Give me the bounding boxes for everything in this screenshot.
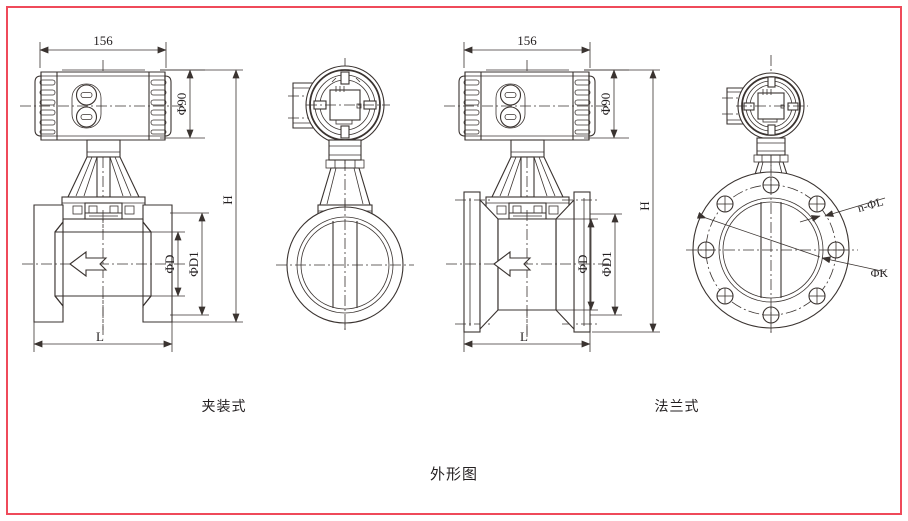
dim-label-156: 156 xyxy=(93,33,113,48)
dim-label-K: ΦK xyxy=(871,266,889,280)
cooling-fins-left-flange xyxy=(463,79,480,135)
transmitter-housing-flange xyxy=(444,69,610,141)
sensor-saddle-flange xyxy=(485,196,570,220)
bolt-hole xyxy=(762,306,780,324)
meter-body-wafer xyxy=(22,204,186,330)
cooling-fins-left xyxy=(39,79,56,135)
transmitter-head-round-flange xyxy=(722,72,808,140)
figure-wafer-front: 156 Φ90 H ΦD ΦD1 L xyxy=(20,33,243,352)
dim-label-L-flange: L xyxy=(520,329,528,344)
dim-label-D: ΦD xyxy=(162,255,177,274)
transmitter-neck-flange xyxy=(491,139,564,200)
dim-D1 xyxy=(170,212,209,316)
dim-label-D1: ΦD1 xyxy=(186,251,201,276)
bolt-hole xyxy=(808,195,826,213)
dim-label-H-flange: H xyxy=(637,201,652,210)
conduit-ports xyxy=(71,83,102,129)
dim-label-156-flange: 156 xyxy=(517,33,537,48)
dim-label-H: H xyxy=(220,195,235,204)
dim-156 xyxy=(39,42,167,68)
caption-flange-type: 法兰式 xyxy=(654,399,700,415)
cooling-fins-right-flange xyxy=(574,79,591,135)
dim-label-dia90-flange: Φ90 xyxy=(598,93,613,116)
transmitter-housing xyxy=(20,69,186,141)
flow-direction-arrow-flange xyxy=(493,250,532,278)
dim-label-D-flange: ΦD xyxy=(575,255,590,274)
bolt-holes xyxy=(697,176,845,324)
transmitter-neck xyxy=(67,139,140,200)
sensor-saddle xyxy=(61,196,146,220)
dim-label-L: L xyxy=(96,329,104,344)
dim-H-flange xyxy=(584,69,660,333)
dim-H xyxy=(160,69,243,323)
dim-D xyxy=(148,231,185,297)
figure-title: 外形图 xyxy=(429,465,479,483)
flow-direction-arrow xyxy=(69,250,108,278)
cooling-fins-right xyxy=(150,79,167,135)
conduit-ports-flange xyxy=(495,83,526,129)
figure-flange-front: 156 Φ90 H ΦD ΦD1 L xyxy=(444,33,660,352)
leader-bolt-circle-dia xyxy=(696,211,887,273)
dim-D-flange xyxy=(556,218,598,311)
leader-bolt-hole-size xyxy=(799,197,886,223)
bolt-hole xyxy=(716,287,734,305)
figure-wafer-side xyxy=(276,58,414,332)
dim-label-D1-flange: ΦD1 xyxy=(599,251,614,276)
head-ring-spokes-flange xyxy=(743,76,799,136)
figure-flange-end: n-ΦL ΦK xyxy=(686,55,888,336)
flange-disc xyxy=(686,165,858,336)
transmitter-head-round xyxy=(288,65,390,145)
meter-body-flanged xyxy=(446,191,610,338)
body-end-circle xyxy=(276,200,414,332)
dim-L xyxy=(33,322,173,352)
dim-label-nL: n-ΦL xyxy=(856,194,885,215)
dim-L-flange xyxy=(463,332,591,352)
dim-D1-flange xyxy=(590,213,622,316)
dim-156-flange xyxy=(463,42,591,68)
bolt-hole xyxy=(716,195,734,213)
caption-wafer-type: 夹装式 xyxy=(201,399,247,415)
dim-label-dia90: Φ90 xyxy=(174,93,189,116)
bolt-hole xyxy=(808,287,826,305)
